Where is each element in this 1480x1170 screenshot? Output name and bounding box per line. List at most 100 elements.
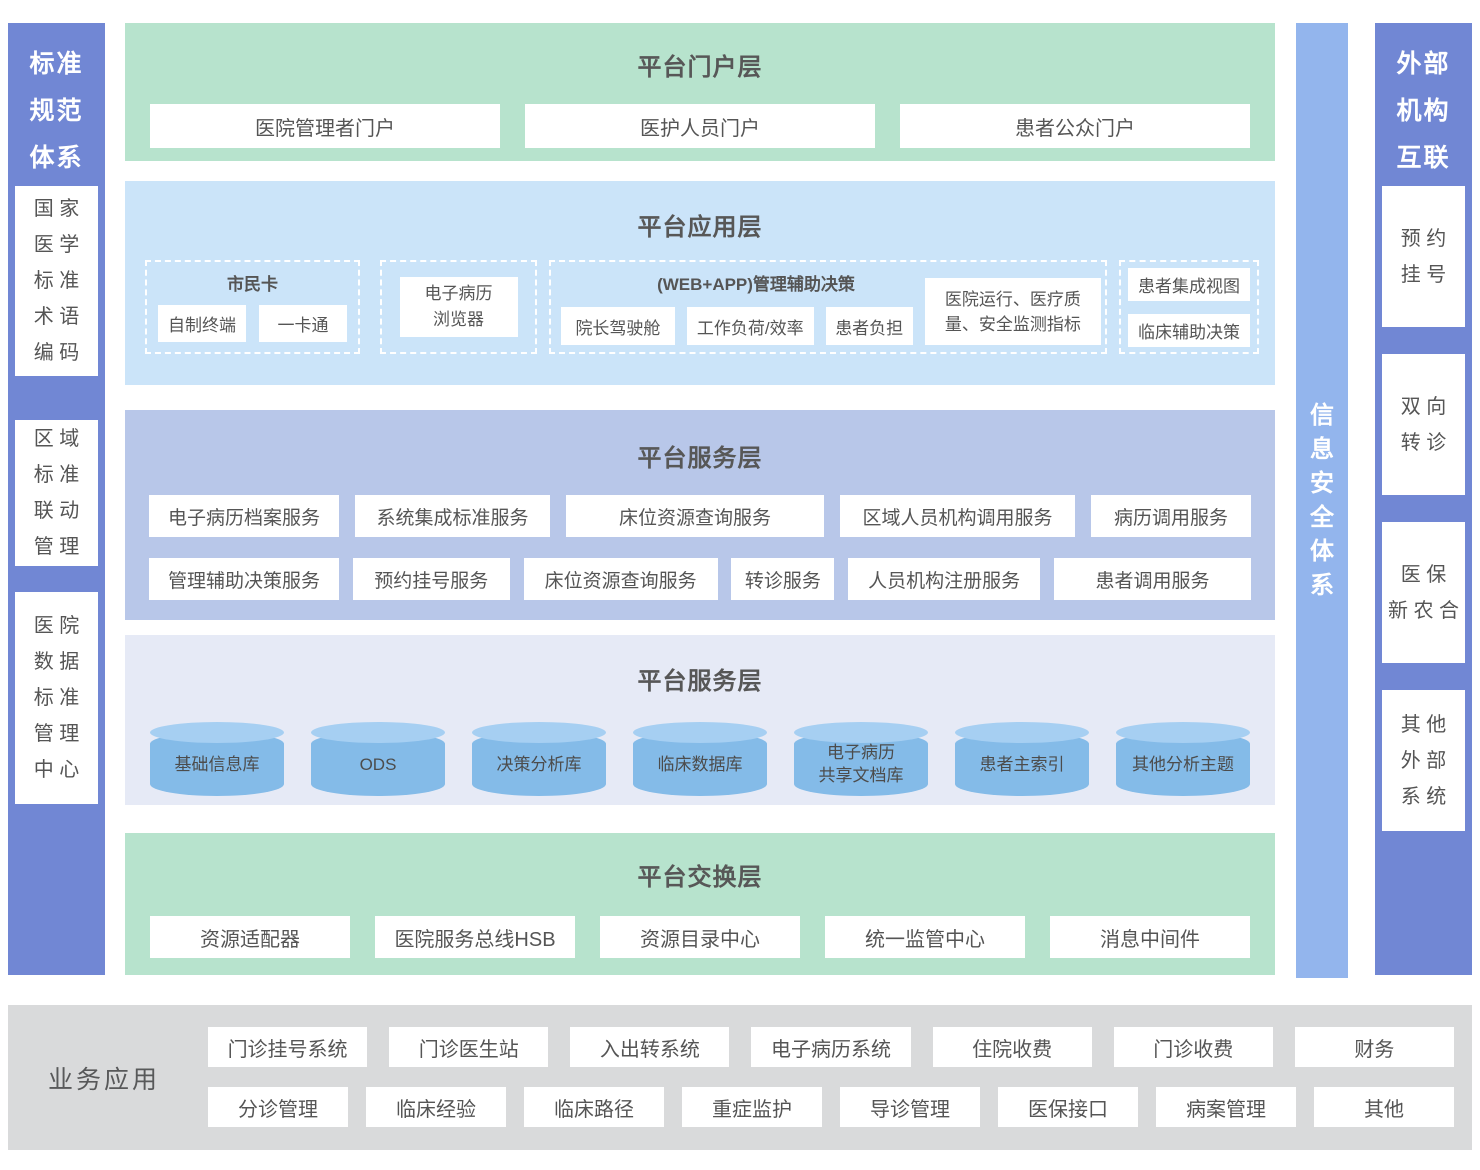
cylinder-label: 电子病历 共享文档库 xyxy=(818,743,904,785)
business-row-2: 分诊管理 临床经验 临床路径 重症监护 导诊管理 医保接口 病案管理 其他 xyxy=(208,1087,1454,1127)
standards-sidebar-title: 标准 规范 体系 xyxy=(29,50,84,172)
cylinder-label: 其他分析主题 xyxy=(1132,754,1234,774)
service-item-integration-standard: 系统集成标准服务 xyxy=(355,495,550,537)
citizen-card-boxes: 自制终端 一卡通 xyxy=(147,305,358,342)
platform-layers: 平台门户层 医院管理者门户 医护人员门户 患者公众门户 平台应用层 市民卡 自制… xyxy=(125,23,1275,975)
business-item-admission-transfer: 入出转系统 xyxy=(570,1027,730,1067)
business-item-clinical-pathway: 临床路径 xyxy=(524,1087,664,1127)
service-item-appointment: 预约挂号服务 xyxy=(352,558,510,600)
business-item-other: 其他 xyxy=(1314,1087,1454,1127)
service-item-bed-resource-query-2: 床位资源查询服务 xyxy=(523,558,718,600)
service-layer: 平台服务层 电子病历档案服务 系统集成标准服务 床位资源查询服务 区域人员机构调… xyxy=(125,410,1275,620)
business-item-finance: 财务 xyxy=(1294,1027,1454,1067)
cylinder-label: 决策分析库 xyxy=(496,754,582,774)
external-orgs-sidebar-title: 外部 机构 互联 xyxy=(1396,50,1451,172)
business-apps-band: 业务应用 门诊挂号系统 门诊医生站 入出转系统 电子病历系统 住院收费 门诊收费… xyxy=(8,1005,1472,1150)
portal-item-medical-staff: 医护人员门户 xyxy=(525,104,875,148)
exchange-item-unified-supervision: 统一监管中心 xyxy=(825,916,1025,958)
data-layer: 平台服务层 基础信息库 ODS 决策分析库 临床数据库 电子病历 共享文档库 患… xyxy=(125,635,1275,805)
app-item-clinical-decision-support: 临床辅助决策 xyxy=(1128,313,1250,347)
exchange-item-resource-directory: 资源目录中心 xyxy=(600,916,800,958)
business-item-clinical-experience: 临床经验 xyxy=(366,1087,506,1127)
database-cylinder-decision-analysis: 决策分析库 xyxy=(472,722,606,796)
service-item-staff-org-register: 人员机构注册服务 xyxy=(848,558,1041,600)
decision-support-boxes: 院长驾驶舱 工作负荷/效率 患者负担 医院运行、医疗质 量、安全监测指标 xyxy=(561,278,1102,345)
application-layer: 平台应用层 市民卡 自制终端 一卡通 电子病历 浏览器 (WEB+APP)管理辅… xyxy=(125,181,1275,385)
exchange-item-message-middleware: 消息中间件 xyxy=(1050,916,1250,958)
portal-layer: 平台门户层 医院管理者门户 医护人员门户 患者公众门户 xyxy=(125,23,1275,161)
portal-layer-title: 平台门户层 xyxy=(637,54,763,81)
cylinder-label: ODS xyxy=(359,754,397,774)
standards-sidebar: 标准 规范 体系 国 家 医 学 标 准 术 语 编 码 区 域 标 准 联 动… xyxy=(8,23,105,975)
service-item-decision-support: 管理辅助决策服务 xyxy=(149,558,339,600)
business-apps-label: 业务应用 xyxy=(47,1065,160,1094)
exchange-items-row: 资源适配器 医院服务总线HSB 资源目录中心 统一监管中心 消息中间件 xyxy=(125,916,1275,958)
exchange-item-hospital-service-bus: 医院服务总线HSB xyxy=(375,916,575,958)
business-item-medical-records: 病案管理 xyxy=(1156,1087,1296,1127)
external-item-two-way-referral: 双 向 转 诊 xyxy=(1382,354,1465,495)
app-item-emr-browser: 电子病历 浏览器 xyxy=(399,277,518,337)
exchange-item-resource-adapter: 资源适配器 xyxy=(150,916,350,958)
business-item-emr-system: 电子病历系统 xyxy=(751,1027,911,1067)
standards-item-national-terminology: 国 家 医 学 标 准 术 语 编 码 xyxy=(15,186,98,376)
application-layer-title: 平台应用层 xyxy=(637,214,763,241)
service-item-regional-staff-org-call: 区域人员机构调用服务 xyxy=(840,495,1075,537)
exchange-layer-title: 平台交换层 xyxy=(637,864,763,891)
standards-item-regional-linkage: 区 域 标 准 联 动 管 理 xyxy=(15,420,98,566)
database-cylinder-patient-master-index: 患者主索引 xyxy=(955,722,1089,796)
external-item-other-systems: 其 他 外 部 系 统 xyxy=(1382,690,1465,831)
external-item-medical-insurance: 医 保 新 农 合 xyxy=(1382,522,1465,663)
service-item-patient-call: 患者调用服务 xyxy=(1053,558,1251,600)
business-item-insurance-interface: 医保接口 xyxy=(998,1087,1138,1127)
decision-support-label: (WEB+APP)管理辅助决策 xyxy=(657,275,855,294)
business-apps-rows: 门诊挂号系统 门诊医生站 入出转系统 电子病历系统 住院收费 门诊收费 财务 分… xyxy=(200,1005,1472,1150)
database-cylinders: 基础信息库 ODS 决策分析库 临床数据库 电子病历 共享文档库 患者主索引 其… xyxy=(125,722,1275,796)
portal-item-patient-public: 患者公众门户 xyxy=(900,104,1250,148)
service-item-record-call: 病历调用服务 xyxy=(1091,495,1251,537)
business-item-icu-monitoring: 重症监护 xyxy=(682,1087,822,1127)
service-layer-title: 平台服务层 xyxy=(637,445,763,472)
clinical-view-group: 患者集成视图 临床辅助决策 xyxy=(1119,260,1259,354)
standards-item-hospital-data-center: 医 院 数 据 标 准 管 理 中 心 xyxy=(15,592,98,804)
exchange-layer: 平台交换层 资源适配器 医院服务总线HSB 资源目录中心 统一监管中心 消息中间… xyxy=(125,833,1275,975)
app-item-patient-burden: 患者负担 xyxy=(825,307,913,345)
portal-items-row: 医院管理者门户 医护人员门户 患者公众门户 xyxy=(125,104,1275,148)
business-item-guidance: 导诊管理 xyxy=(840,1087,980,1127)
business-item-outpatient-doctor-station: 门诊医生站 xyxy=(389,1027,549,1067)
business-item-outpatient-billing: 门诊收费 xyxy=(1113,1027,1273,1067)
external-item-appointment: 预 约 挂 号 xyxy=(1382,186,1465,327)
emr-browser-group: 电子病历 浏览器 xyxy=(380,260,537,354)
business-item-outpatient-registration: 门诊挂号系统 xyxy=(208,1027,368,1067)
service-row-1: 电子病历档案服务 系统集成标准服务 床位资源查询服务 区域人员机构调用服务 病历… xyxy=(125,495,1275,537)
app-item-patient-integrated-view: 患者集成视图 xyxy=(1128,267,1250,301)
citizen-card-group: 市民卡 自制终端 一卡通 xyxy=(145,260,360,354)
app-item-one-card: 一卡通 xyxy=(259,305,347,342)
database-cylinder-clinical-data: 临床数据库 xyxy=(633,722,767,796)
data-layer-title: 平台服务层 xyxy=(637,668,763,695)
cylinder-label: 临床数据库 xyxy=(657,754,743,774)
portal-item-hospital-manager: 医院管理者门户 xyxy=(150,104,500,148)
external-orgs-sidebar: 外部 机构 互联 预 约 挂 号 双 向 转 诊 医 保 新 农 合 其 他 外… xyxy=(1375,23,1472,975)
service-item-referral: 转诊服务 xyxy=(731,558,835,600)
service-row-2: 管理辅助决策服务 预约挂号服务 床位资源查询服务 转诊服务 人员机构注册服务 患… xyxy=(125,558,1275,600)
information-security-label: 信 息 安 全 体 系 xyxy=(1310,401,1334,599)
app-item-self-service-terminal: 自制终端 xyxy=(158,305,246,342)
decision-support-group: (WEB+APP)管理辅助决策 院长驾驶舱 工作负荷/效率 患者负担 医院运行、… xyxy=(549,260,1107,354)
cylinder-label: 基础信息库 xyxy=(174,754,260,774)
business-item-inpatient-billing: 住院收费 xyxy=(932,1027,1092,1067)
citizen-card-label: 市民卡 xyxy=(227,275,278,294)
business-row-1: 门诊挂号系统 门诊医生站 入出转系统 电子病历系统 住院收费 门诊收费 财务 xyxy=(208,1027,1454,1067)
business-item-triage: 分诊管理 xyxy=(208,1087,348,1127)
database-cylinder-basic-info: 基础信息库 xyxy=(150,722,284,796)
application-groups: 市民卡 自制终端 一卡通 电子病历 浏览器 (WEB+APP)管理辅助决策 院长… xyxy=(125,260,1275,354)
service-item-bed-resource-query: 床位资源查询服务 xyxy=(566,495,824,537)
app-item-operation-quality-safety: 医院运行、医疗质 量、安全监测指标 xyxy=(924,278,1102,345)
app-item-dean-cockpit: 院长驾驶舱 xyxy=(561,307,675,345)
cylinder-label: 患者主索引 xyxy=(979,754,1065,774)
database-cylinder-ods: ODS xyxy=(311,722,445,796)
service-item-emr-archive: 电子病历档案服务 xyxy=(149,495,339,537)
information-security-bar: 信 息 安 全 体 系 xyxy=(1296,23,1348,978)
database-cylinder-other-analysis: 其他分析主题 xyxy=(1116,722,1250,796)
database-cylinder-emr-shared-docs: 电子病历 共享文档库 xyxy=(794,722,928,796)
